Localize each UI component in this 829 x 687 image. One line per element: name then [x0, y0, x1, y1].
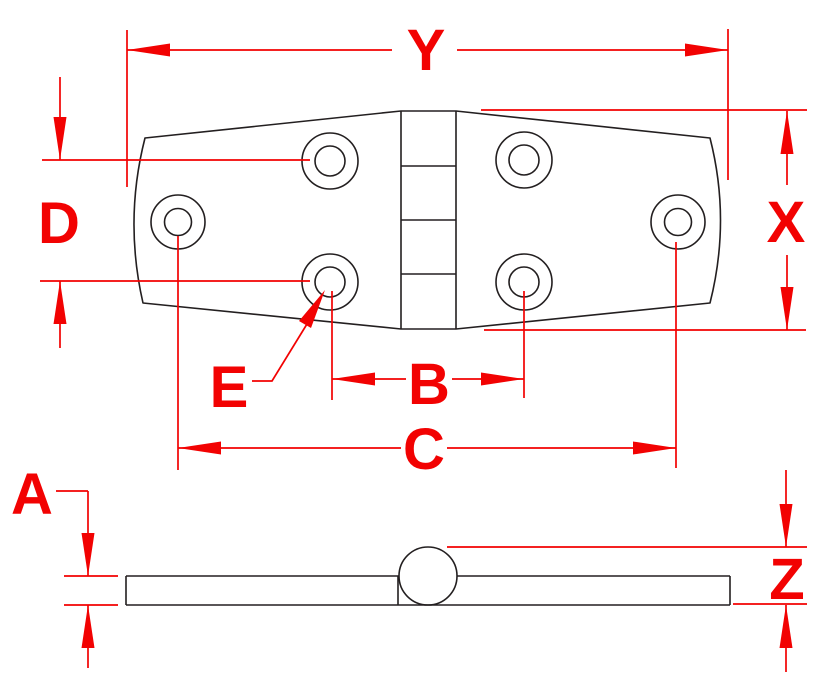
dimension-label-Z: Z [769, 547, 804, 612]
arrowhead-down [780, 287, 794, 330]
arrowhead-right [685, 43, 728, 57]
hole-inner-circle [163, 207, 193, 237]
arrowhead-down [53, 117, 67, 160]
dimension-C: C [177, 236, 677, 482]
dimension-Z-lines [447, 470, 807, 672]
hole-outer-circle [301, 253, 359, 311]
hole-inner-circle [508, 144, 540, 176]
hinge-side-view [125, 546, 731, 606]
arrowhead-up [779, 605, 793, 648]
mounting-hole-top-right [495, 131, 553, 189]
dimension-label-Y: Y [407, 18, 446, 83]
dimension-Y-lines [126, 29, 729, 187]
side-view-barrel [398, 546, 458, 606]
dimension-label-D: D [38, 191, 80, 256]
arrowhead-down [779, 504, 793, 547]
hinge-outline [133, 110, 722, 330]
dimension-B-lines [331, 291, 525, 400]
dimension-E: E [210, 290, 325, 420]
mounting-hole-bottom-left [301, 253, 359, 311]
leader-E-line [252, 323, 308, 382]
hole-outer-circle [495, 131, 553, 189]
dimension-Y: Y [126, 18, 729, 187]
dimension-D-lines [40, 77, 310, 348]
mounting-hole-top-left [301, 132, 359, 190]
arrowhead-left [127, 43, 170, 57]
arrowhead-up [780, 111, 794, 154]
hinge-top-view [133, 110, 722, 330]
arrowhead-leader [299, 290, 325, 328]
arrowhead-up [81, 605, 95, 648]
hole-inner-circle [314, 145, 346, 177]
dimension-label-E: E [210, 355, 249, 420]
arrowhead-up [53, 281, 67, 324]
dimension-label-B: B [408, 352, 450, 417]
dimension-label-X: X [767, 190, 806, 255]
arrowhead-right [633, 441, 676, 455]
mounting-hole-right [650, 194, 706, 250]
dimension-X-lines [481, 109, 807, 331]
dimension-B: B [331, 291, 525, 417]
arrowhead-right [481, 372, 524, 386]
arrowhead-down [81, 533, 95, 576]
dimension-Z: Z [447, 470, 807, 672]
hole-inner-circle [663, 207, 693, 237]
dimension-D: D [38, 77, 310, 348]
arrowhead-left [332, 372, 375, 386]
arrowhead-left [178, 441, 221, 455]
hinge-knuckle [400, 111, 457, 329]
dimension-A: A [11, 462, 118, 668]
dimension-C-lines [177, 236, 677, 470]
dimension-label-A: A [11, 462, 53, 527]
hole-inner-circle [314, 266, 346, 298]
side-view-leaves [125, 575, 731, 606]
dimension-label-C: C [403, 417, 445, 482]
dimension-X: X [481, 109, 807, 331]
hole-outer-circle [301, 132, 359, 190]
hole-outer-circle [650, 194, 706, 250]
